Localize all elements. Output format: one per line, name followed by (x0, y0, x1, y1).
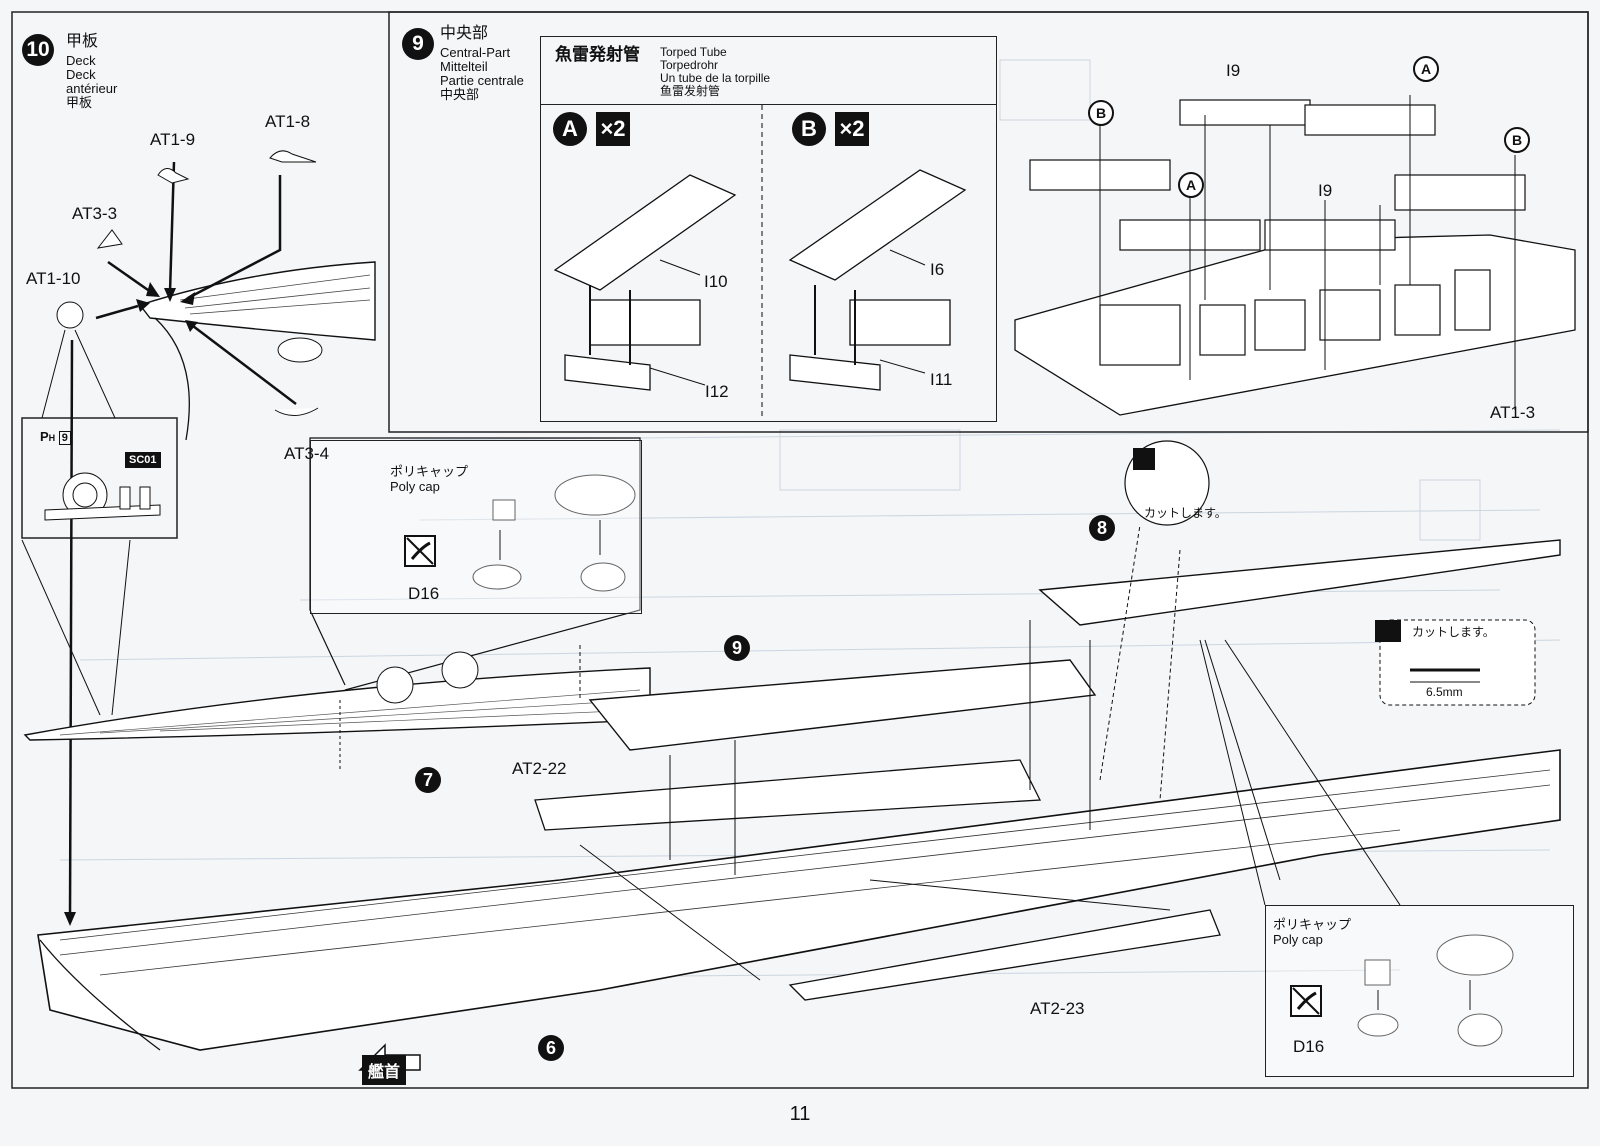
polycap-bottom-en: Poly cap (1273, 932, 1323, 947)
torpedo-title-jp: 魚雷発射管 (555, 45, 640, 64)
part-i9-top: I9 (1226, 61, 1241, 80)
part-at3-4: AT3-4 (284, 444, 330, 463)
variant-b-multiplier: ×2 (835, 112, 869, 146)
part-d16-bottom: D16 (1293, 1037, 1325, 1056)
marker-b-left: B (1088, 100, 1114, 126)
polycap-top-box (310, 440, 642, 614)
torpedo-divider (540, 104, 997, 105)
step-10-title-de: Deck (66, 67, 96, 82)
marker-a-mid: A (1178, 172, 1204, 198)
step-9-title-cn: 中央部 (440, 87, 480, 102)
cut-icon-1 (1133, 448, 1155, 470)
marker-b-right: B (1504, 127, 1530, 153)
step-9-badge: 9 (402, 28, 434, 60)
bow-label: 艦首 (362, 1055, 407, 1085)
step-10-title-en: Deck (66, 53, 96, 68)
page-number: 11 (789, 1103, 811, 1125)
torpedo-tube-box (540, 36, 997, 422)
step-mark-9: 9 (724, 635, 750, 661)
step-10-badge: 10 (22, 34, 54, 66)
cut-length: 6.5mm (1426, 685, 1463, 699)
polycap-bottom-jp: ポリキャップ (1273, 917, 1352, 932)
step-mark-6: 6 (538, 1035, 564, 1061)
no-glue-icon-bottom (1290, 985, 1322, 1017)
part-at1-9: AT1-9 (150, 130, 196, 149)
cut-note-2: カットします。 (1412, 625, 1495, 639)
cut-note-1: カットします。 (1144, 506, 1227, 520)
variant-b-badge: B (792, 112, 826, 146)
torpedo-title-fr: Un tube de la torpille (660, 71, 771, 85)
part-at3-3: AT3-3 (72, 204, 118, 223)
marker-a-top: A (1413, 56, 1439, 82)
cut-icon-2 (1375, 620, 1401, 642)
paint-sc-tag: SC01 (125, 452, 161, 468)
step-10-title-jp: 甲板 (66, 33, 99, 50)
polycap-top-jp: ポリキャップ (390, 464, 469, 479)
paint-code: PH 9 (40, 430, 71, 445)
variant-a-badge: A (553, 112, 587, 146)
part-d16-top: D16 (408, 584, 440, 603)
part-at1-3: AT1-3 (1490, 403, 1536, 422)
no-glue-icon (404, 535, 436, 567)
part-i11: I11 (930, 370, 953, 389)
part-i10: I10 (704, 272, 728, 291)
step-9-title-fr: Partie centrale (440, 73, 524, 88)
torpedo-title-cn: 鱼雷发射管 (660, 84, 721, 98)
step-mark-7: 7 (415, 767, 441, 793)
vent-part-icon (44, 472, 161, 521)
part-i12: I12 (705, 382, 729, 401)
part-at1-8: AT1-8 (265, 112, 311, 131)
step-9-title-en: Central-Part (440, 45, 511, 60)
polycap-top-en: Poly cap (390, 479, 440, 494)
step-9-title-jp: 中央部 (440, 25, 489, 42)
step-10-title-fr: antérieur (66, 81, 118, 96)
part-i6: I6 (930, 260, 945, 279)
step-9-title-de: Mittelteil (440, 59, 488, 74)
paint-code-number: 9 (58, 431, 71, 445)
variant-a-multiplier: ×2 (596, 112, 630, 146)
torpedo-title-en: Torped Tube (660, 45, 727, 59)
step-mark-8: 8 (1089, 515, 1115, 541)
part-at2-22: AT2-22 (512, 759, 567, 778)
part-at2-23: AT2-23 (1030, 999, 1085, 1018)
paint-code-prefix: H (48, 433, 56, 443)
torpedo-title-de: Torpedrohr (660, 58, 719, 72)
part-i9-mid: I9 (1318, 181, 1333, 200)
part-at1-10: AT1-10 (26, 269, 81, 288)
step-10-title-cn: 甲板 (66, 95, 93, 110)
